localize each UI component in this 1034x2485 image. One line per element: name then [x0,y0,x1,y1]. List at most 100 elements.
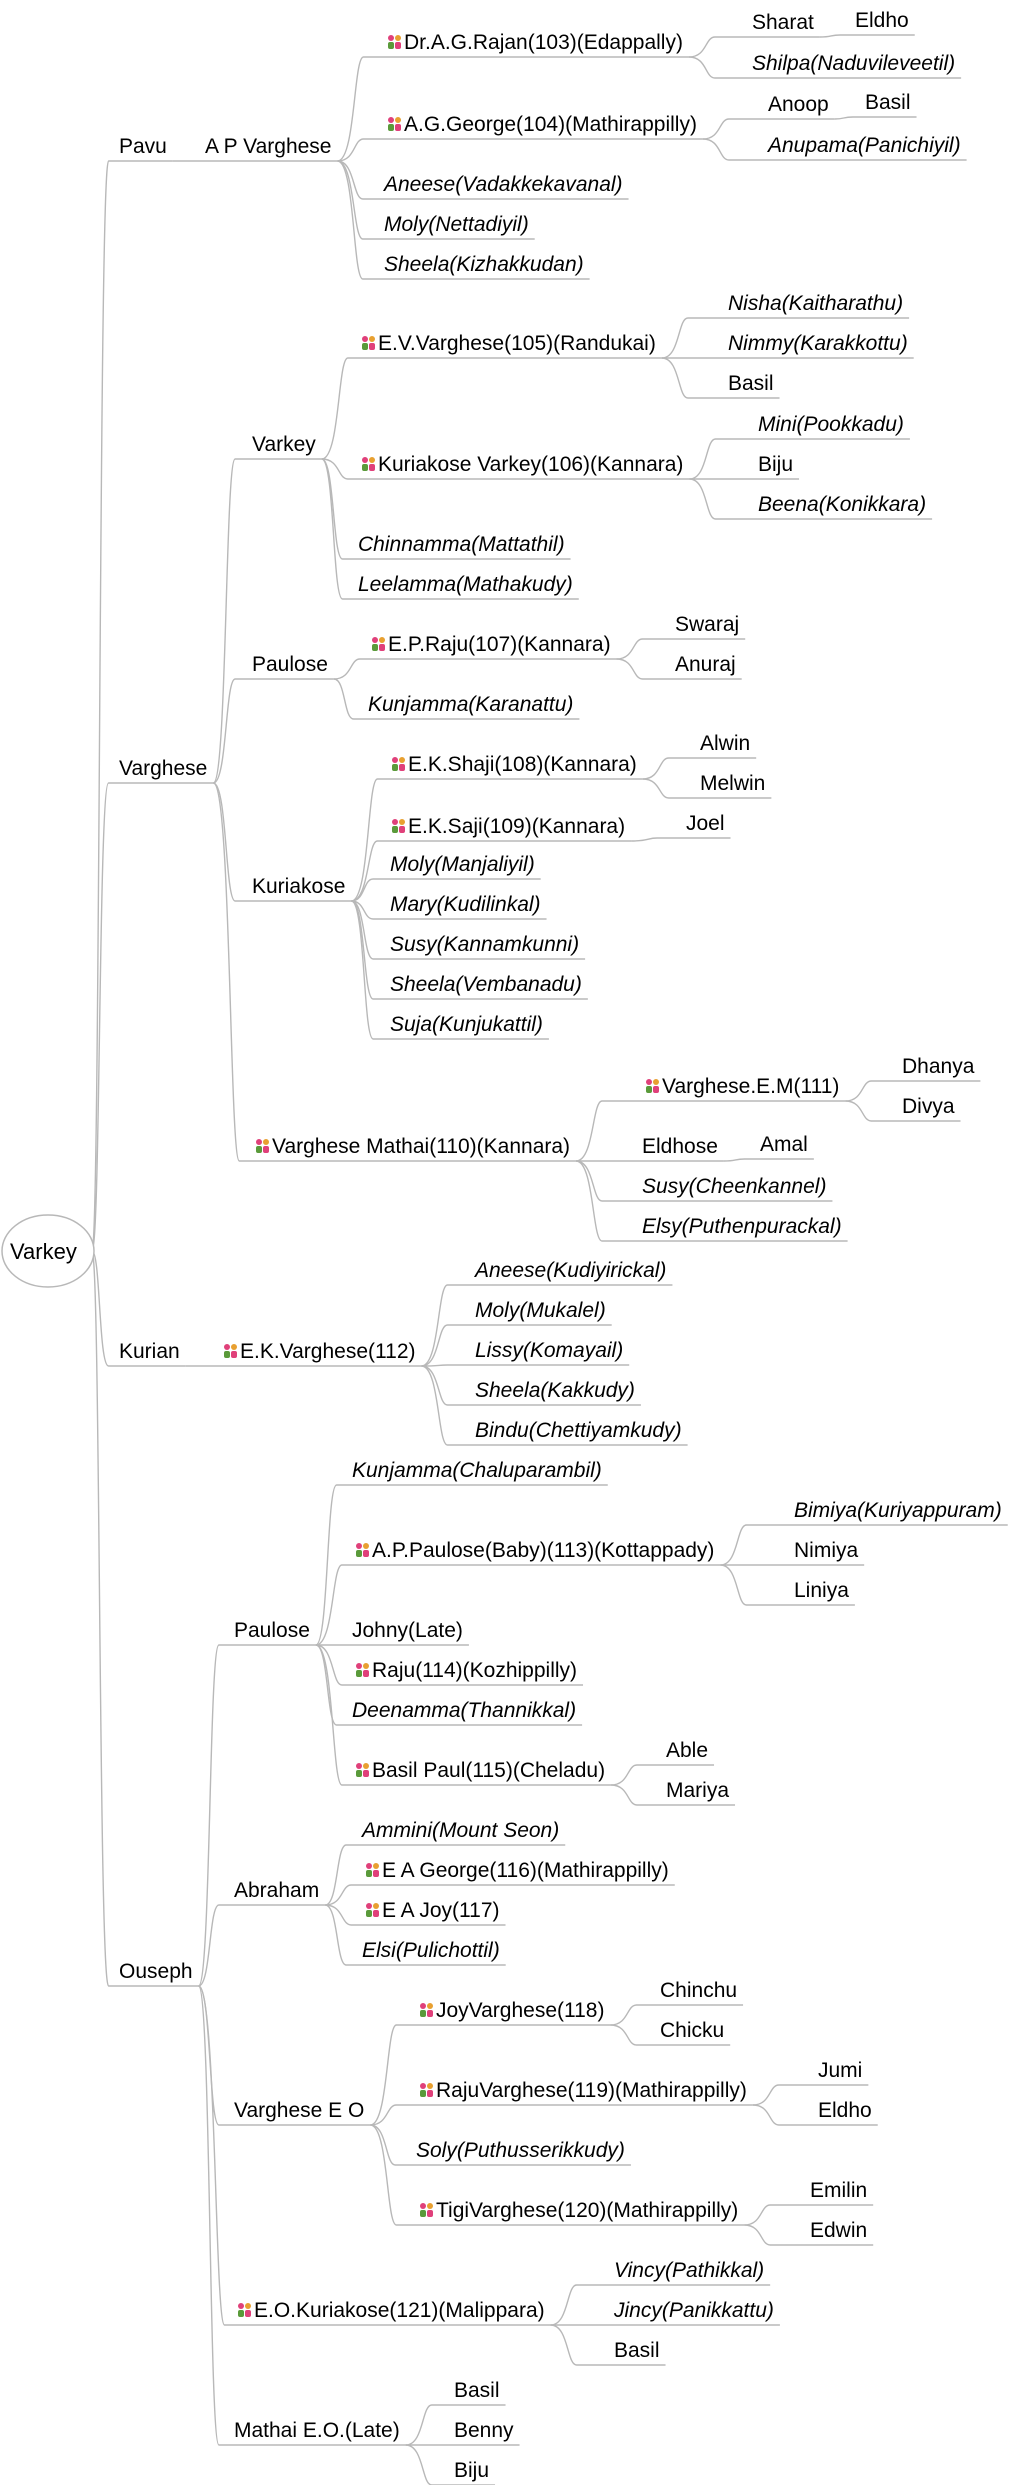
node-elsi[interactable]: Elsi(Pulichottil) [362,1939,500,1962]
node-beena[interactable]: Beena(Konikkara) [758,493,926,516]
node-bindu[interactable]: Bindu(Chettiyamkudy) [475,1419,682,1442]
node-deenamma[interactable]: Deenamma(Thannikkal) [352,1699,576,1722]
node-ep-107[interactable]: E.P.Raju(107)(Kannara) [388,633,611,656]
node-varkey-2[interactable]: Varkey [252,433,316,456]
node-alwin[interactable]: Alwin [700,732,750,755]
node-kunjamma-1[interactable]: Kunjamma(Karanattu) [368,693,573,716]
branch-connector [631,837,678,842]
node-vincy[interactable]: Vincy(Pathikkal) [614,2259,764,2282]
root-node-label[interactable]: Varkey [10,1239,77,1264]
node-basil-1[interactable]: Basil [865,91,911,114]
node-ap-113[interactable]: A.P.Paulose(Baby)(113)(Kottappady) [372,1539,714,1562]
node-amal[interactable]: Amal [760,1133,808,1156]
node-paulose-2[interactable]: Paulose [234,1619,310,1642]
node-pavu[interactable]: Pavu [119,135,167,158]
node-eldho-2[interactable]: Eldho [818,2099,872,2122]
node-paulose-1[interactable]: Paulose [252,653,328,676]
node-abraham[interactable]: Abraham [234,1879,319,1902]
node-emilin[interactable]: Emilin [810,2179,867,2202]
node-jumi[interactable]: Jumi [818,2059,862,2082]
node-varghese[interactable]: Varghese [119,757,207,780]
node-rajan[interactable]: Dr.A.G.Rajan(103)(Edappally) [404,31,683,54]
node-nimmy[interactable]: Nimmy(Karakkottu) [728,332,908,355]
node-swaraj[interactable]: Swaraj [675,613,739,636]
branch-connector [834,116,857,120]
node-moly-3[interactable]: Moly(Mukalel) [475,1299,606,1322]
node-joy-118[interactable]: JoyVarghese(118) [436,1999,604,2022]
node-benny[interactable]: Benny [454,2419,514,2442]
branch-connector [723,1158,752,1162]
node-anuraj[interactable]: Anuraj [675,653,736,676]
node-mini[interactable]: Mini(Pookkadu) [758,413,904,436]
node-moly-2[interactable]: Moly(Manjaliyil) [390,853,535,876]
node-aneese-1[interactable]: Aneese(Vadakkekavanal) [382,173,623,196]
node-aneese-2[interactable]: Aneese(Kudiyirickal) [473,1259,666,1282]
node-saji-109[interactable]: E.K.Saji(109)(Kannara) [408,815,625,838]
node-sharat[interactable]: Sharat [752,11,814,34]
node-shaji-108[interactable]: E.K.Shaji(108)(Kannara) [408,753,637,776]
node-chinnamma[interactable]: Chinnamma(Mattathil) [358,533,565,556]
node-vem-111[interactable]: Varghese.E.M(111) [662,1075,839,1098]
node-elsy-1[interactable]: Elsy(Puthenpurackal) [642,1215,842,1238]
node-eaj-117[interactable]: E A Joy(117) [382,1899,500,1922]
node-johny[interactable]: Johny(Late) [352,1619,463,1642]
node-moly-1[interactable]: Moly(Nettadiyil) [384,213,529,236]
node-susy-2[interactable]: Susy(Cheenkannel) [642,1175,826,1198]
node-sheela-1[interactable]: Sheela(Kizhakkudan) [384,253,584,276]
node-susy-1[interactable]: Susy(Kannamkunni) [390,933,579,956]
node-mathai[interactable]: Mathai E.O.(Late) [234,2419,400,2442]
node-eok-121[interactable]: E.O.Kuriakose(121)(Malippara) [254,2299,545,2322]
node-basil-2[interactable]: Basil [728,372,774,395]
node-bimiya[interactable]: Bimiya(Kuriyappuram) [794,1499,1002,1522]
node-mariya[interactable]: Mariya [666,1779,729,1802]
node-sheela-2[interactable]: Sheela(Vembanadu) [390,973,582,996]
node-divya[interactable]: Divya [902,1095,955,1118]
node-dhanya[interactable]: Dhanya [902,1055,975,1078]
node-shilpa[interactable]: Shilpa(Naduvileveetil) [752,52,955,75]
node-liniya[interactable]: Liniya [794,1579,849,1602]
person-couple-icon [224,1344,237,1358]
node-chicku[interactable]: Chicku [660,2019,724,2042]
node-joel[interactable]: Joel [686,812,725,835]
node-kuriakose[interactable]: Kuriakose [252,875,345,898]
node-able[interactable]: Able [666,1739,708,1762]
node-melwin[interactable]: Melwin [700,772,765,795]
node-ouseph[interactable]: Ouseph [119,1960,193,1983]
node-nisha[interactable]: Nisha(Kaitharathu) [728,292,903,315]
node-kunjamma-2[interactable]: Kunjamma(Chaluparambil) [352,1459,602,1482]
node-biju-2[interactable]: Biju [454,2459,489,2482]
node-ap-varghese[interactable]: A P Varghese [205,135,331,158]
node-george-104[interactable]: A.G.George(104)(Mathirappilly) [404,113,697,136]
node-sheela-3[interactable]: Sheela(Kakkudy) [475,1379,635,1402]
node-suja[interactable]: Suja(Kunjukattil) [390,1013,543,1036]
node-eag-116[interactable]: E A George(116)(Mathirappilly) [382,1859,669,1882]
node-jincy[interactable]: Jincy(Panikkattu) [613,2299,774,2322]
node-anoop[interactable]: Anoop [768,93,829,116]
node-ek-112[interactable]: E.K.Varghese(112) [240,1340,416,1363]
node-nimiya[interactable]: Nimiya [794,1539,858,1562]
node-raju-119[interactable]: RajuVarghese(119)(Mathirappilly) [436,2079,747,2102]
node-eldhose[interactable]: Eldhose [642,1135,718,1158]
branch-connector [324,1844,354,1906]
node-basil-115[interactable]: Basil Paul(115)(Cheladu) [372,1759,605,1782]
node-lissy[interactable]: Lissy(Komayail) [475,1339,623,1362]
node-chinchu[interactable]: Chinchu [660,1979,737,2002]
node-soly[interactable]: Soly(Puthusserikkudy) [416,2139,625,2162]
node-kurian[interactable]: Kurian [119,1340,180,1363]
node-vm-110[interactable]: Varghese Mathai(110)(Kannara) [272,1135,570,1158]
node-varghese-eo[interactable]: Varghese E O [234,2099,364,2122]
node-basil-4[interactable]: Basil [454,2379,500,2402]
node-eldho-1[interactable]: Eldho [855,9,909,32]
node-kv-106[interactable]: Kuriakose Varkey(106)(Kannara) [378,453,683,476]
node-anupama[interactable]: Anupama(Panichiyil) [766,134,961,157]
node-mary[interactable]: Mary(Kudilinkal) [390,893,541,916]
node-biju-1[interactable]: Biju [758,453,793,476]
node-ammini[interactable]: Ammini(Mount Seon) [360,1819,559,1842]
node-tigi-120[interactable]: TigiVarghese(120)(Mathirappilly) [436,2199,738,2222]
node-ev-105[interactable]: E.V.Varghese(105)(Randukai) [378,332,656,355]
node-basil-3[interactable]: Basil [614,2339,660,2362]
node-raju-114[interactable]: Raju(114)(Kozhippilly) [372,1659,577,1682]
root-node-ellipse[interactable] [1,1214,95,1288]
node-edwin[interactable]: Edwin [810,2219,867,2242]
node-leelamma[interactable]: Leelamma(Mathakudy) [358,573,573,596]
